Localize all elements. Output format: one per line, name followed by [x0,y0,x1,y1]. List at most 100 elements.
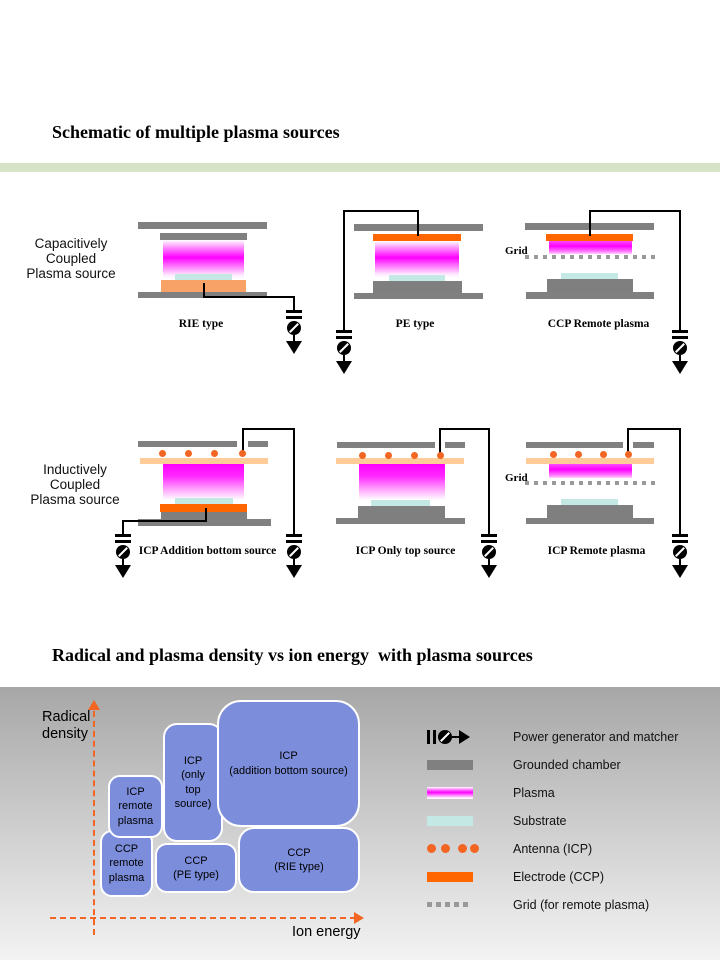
caption-ccp-remote: CCP Remote plasma [547,318,650,330]
y-axis-arrow-icon [88,700,100,710]
power-generator-icon [427,728,475,746]
grounded-chamber-bar [248,441,268,447]
wire [679,355,681,361]
grounded-chamber-bar [138,222,267,229]
capacitor-bar-icon [286,540,302,543]
power-generator-symbol [286,310,302,354]
ccp-electrode-bar [546,234,633,241]
chuck-block [547,279,633,292]
caption-icp-addition: ICP Addition bottom source [138,545,277,557]
wire [203,283,205,298]
plasma-region [375,241,459,278]
grid-swatch [427,896,475,914]
plasma-region [163,464,244,500]
legend-item: Grounded chamber [427,751,621,779]
grounded-chamber-bar [337,442,435,448]
y-axis [93,711,95,935]
wire [122,559,124,565]
capacitor-bar-icon [481,540,497,543]
wire [343,210,419,212]
generator-circle-icon [438,730,452,744]
substrate-bar [175,274,232,280]
legend-label: Grid (for remote plasma) [513,898,650,912]
generator-circle-icon [673,545,687,559]
row-label-icp: Inductively Coupled Plasma source [30,462,120,507]
capacitor-bar-icon [481,534,497,537]
wire [679,212,681,330]
plasma-swatch [427,784,475,802]
grid-dot-icon [463,902,468,907]
wire [242,428,244,452]
icp-antenna-dot-icon [359,452,366,459]
wire [627,428,629,454]
generator-slash-icon [675,547,685,557]
divider-band [0,163,720,172]
legend-label: Power generator and matcher [513,730,679,744]
wire [589,210,681,212]
caption-icp-only-top: ICP Only top source [355,545,456,557]
dielectric-window-bar [336,458,464,464]
generator-circle-icon [287,321,301,335]
grounded-chamber-swatch [427,760,473,770]
legend-label: Antenna (ICP) [513,842,593,856]
plasma-region [359,464,445,500]
generator-slash-icon [289,323,299,333]
grid-dotted-line [525,255,655,259]
grounded-chamber-bar [633,442,654,448]
x-axis-label: Ion energy [292,924,361,940]
wire [203,296,295,298]
substrate-bar [371,500,430,506]
grid-dotted-line [525,481,655,485]
legend-item: Antenna (ICP) [427,835,592,863]
arrow-down-icon [672,361,688,374]
generator-circle-icon [337,341,351,355]
chart-block: ICP remote plasma [108,775,163,838]
generator-slash-icon [440,732,450,742]
ccp-electrode-bar [160,504,247,512]
substrate-bar [175,498,233,504]
grounded-chamber-bar [445,442,465,448]
grounded-chamber-bar [354,293,483,299]
legend-item: Grid (for remote plasma) [427,891,649,919]
chart-block: ICP (addition bottom source) [217,700,360,827]
power-generator-symbol [672,330,688,374]
chuck-block [358,506,445,518]
wire [439,428,490,430]
wire [452,736,459,738]
wire [488,559,490,565]
capacitor-bar-icon [286,534,302,537]
icp-antenna-dot-icon [458,844,467,853]
wire [293,296,295,310]
grounded-chamber-bar [526,292,654,299]
arrow-down-icon [672,565,688,578]
wire [205,508,207,522]
grounded-chamber-bar [336,518,465,524]
capacitor-bar-icon [286,310,302,313]
electrode-ccp-swatch [427,868,475,886]
capacitor-bar-icon [672,330,688,333]
capacitor-bar-icon [336,330,352,333]
x-axis [50,917,356,919]
wire [293,559,295,565]
power-generator-symbol [481,534,497,578]
icp-antenna-dot-icon [239,450,246,457]
capacitor-bar-icon [336,336,352,339]
arrow-down-icon [336,361,352,374]
wire [488,430,490,534]
generator-slash-icon [484,547,494,557]
power-generator-symbol [115,534,131,578]
chart-block: ICP (only top source) [163,723,223,842]
grounded-chamber-swatch [427,756,475,774]
capacitor-bar-icon [115,540,131,543]
generator-slash-icon [289,547,299,557]
grid-dot-icon [436,902,441,907]
icp-antenna-dot-icon [437,452,444,459]
capacitor-bar-icon [427,730,430,744]
plasma-region [549,464,632,478]
wire [293,430,295,534]
substrate-swatch [427,816,473,826]
arrow-down-icon [286,565,302,578]
